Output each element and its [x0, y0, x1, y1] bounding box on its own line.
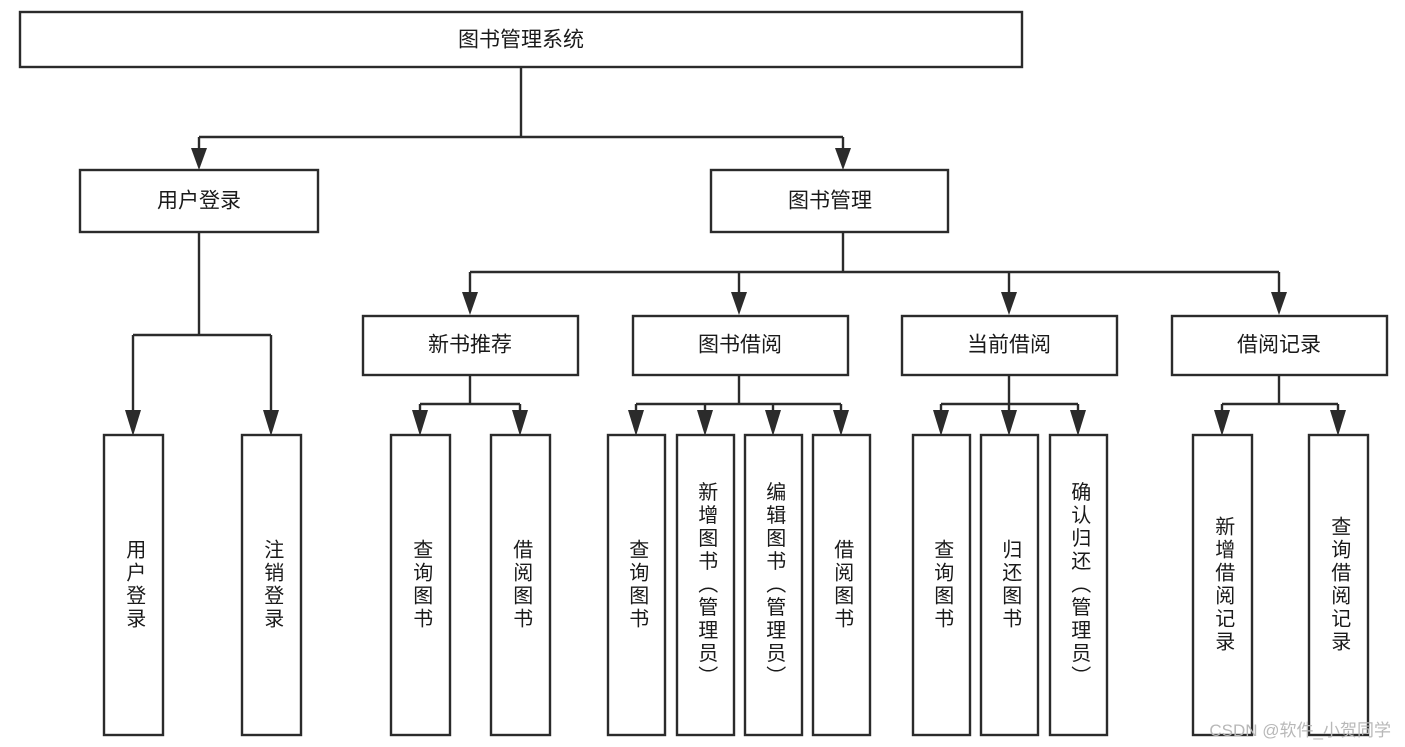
- arrow-leaf-borrow-query: [628, 410, 644, 436]
- node-box: [709, 168, 950, 234]
- node-label: 新增借阅记录: [1212, 516, 1235, 654]
- leaf-rec-borrow-book[interactable]: 借阅图书: [489, 433, 552, 737]
- node-box: [979, 433, 1040, 737]
- node-book-borrow[interactable]: 图书借阅: [631, 314, 850, 377]
- arrow-leaf-borrow-edit: [765, 410, 781, 436]
- node-current-borrow[interactable]: 当前借阅: [900, 314, 1119, 377]
- node-box: [811, 433, 872, 737]
- node-label: 图书管理: [788, 190, 872, 213]
- leaf-borrow-query-book[interactable]: 查询图书: [606, 433, 667, 737]
- leaf-user-logout[interactable]: 注销登录: [240, 433, 303, 737]
- leaf-borrow-add-book[interactable]: 新增图书（管理员）: [675, 433, 736, 737]
- node-label: 用户登录: [157, 190, 241, 213]
- node-label: 用户登录: [123, 539, 146, 631]
- node-label: 图书借阅: [698, 334, 782, 357]
- leaf-current-query-book[interactable]: 查询图书: [911, 433, 972, 737]
- node-book-management-system[interactable]: 图书管理系统: [18, 10, 1024, 69]
- node-box: [1307, 433, 1370, 737]
- leaf-user-login[interactable]: 用户登录: [102, 433, 165, 737]
- node-box: [78, 168, 320, 234]
- arrow-leaf-borrow-lend: [833, 410, 849, 436]
- arrow-to-user-login: [191, 148, 207, 170]
- node-user-login[interactable]: 用户登录: [78, 168, 320, 234]
- arrow-leaf-record-query: [1330, 410, 1346, 436]
- node-box: [606, 433, 667, 737]
- node-label: 新增图书（管理员）: [695, 481, 718, 688]
- leaf-borrow-edit-book[interactable]: 编辑图书（管理员）: [743, 433, 804, 737]
- arrow-leaf-rec-borrow: [512, 410, 528, 436]
- arrow-to-book-manage: [835, 148, 851, 170]
- leaf-record-query[interactable]: 查询借阅记录: [1307, 433, 1370, 737]
- node-box: [631, 314, 850, 377]
- arrow-leaf-record-add: [1214, 410, 1230, 436]
- node-label: 编辑图书（管理员）: [763, 481, 786, 688]
- node-box: [675, 433, 736, 737]
- arrow-to-book-borrow: [731, 292, 747, 315]
- node-borrow-record[interactable]: 借阅记录: [1170, 314, 1389, 377]
- leaf-rec-query-book[interactable]: 查询图书: [389, 433, 452, 737]
- arrow-to-current-borrow: [1001, 292, 1017, 315]
- arrow-leaf-current-query: [933, 410, 949, 436]
- node-label: 确认归还（管理员）: [1068, 481, 1091, 688]
- node-box: [911, 433, 972, 737]
- node-box: [389, 433, 452, 737]
- leaf-borrow-lend-book[interactable]: 借阅图书: [811, 433, 872, 737]
- node-box: [102, 433, 165, 737]
- node-box: [240, 433, 303, 737]
- leaf-record-add[interactable]: 新增借阅记录: [1191, 433, 1254, 737]
- node-box: [1048, 433, 1109, 737]
- leaf-current-return-book[interactable]: 归还图书: [979, 433, 1040, 737]
- node-box: [743, 433, 804, 737]
- connector-layer: [125, 67, 1346, 436]
- arrow-leaf-borrow-add: [697, 410, 713, 436]
- node-label: 当前借阅: [967, 334, 1051, 357]
- node-box: [18, 10, 1024, 69]
- node-new-book-recommendation[interactable]: 新书推荐: [361, 314, 580, 377]
- node-label: 查询图书: [626, 539, 649, 631]
- node-box: [1170, 314, 1389, 377]
- node-label: 借阅记录: [1237, 334, 1321, 357]
- arrow-leaf-rec-query: [412, 410, 428, 436]
- node-label: 归还图书: [999, 539, 1022, 631]
- arrow-leaf-user-logout: [263, 410, 279, 436]
- node-box: [900, 314, 1119, 377]
- node-box: [1191, 433, 1254, 737]
- node-label: 图书管理系统: [458, 29, 584, 52]
- node-box: [489, 433, 552, 737]
- node-label: 借阅图书: [831, 539, 854, 631]
- csdn-watermark: CSDN @软件_小贺同学: [1209, 721, 1391, 740]
- node-label: 新书推荐: [428, 334, 512, 357]
- node-box: [361, 314, 580, 377]
- node-label: 查询图书: [931, 539, 954, 631]
- arrow-leaf-current-confirm: [1070, 410, 1086, 436]
- arrow-leaf-user-login: [125, 410, 141, 436]
- arrow-leaf-current-return: [1001, 410, 1017, 436]
- arrow-to-borrow-record: [1271, 292, 1287, 315]
- arrow-to-new-book-rec: [462, 292, 478, 315]
- node-book-management[interactable]: 图书管理: [709, 168, 950, 234]
- leaf-current-confirm-return[interactable]: 确认归还（管理员）: [1048, 433, 1109, 737]
- node-label: 注销登录: [261, 539, 284, 631]
- node-label: 借阅图书: [510, 539, 533, 631]
- node-label: 查询图书: [410, 539, 433, 631]
- node-label: 查询借阅记录: [1328, 516, 1351, 654]
